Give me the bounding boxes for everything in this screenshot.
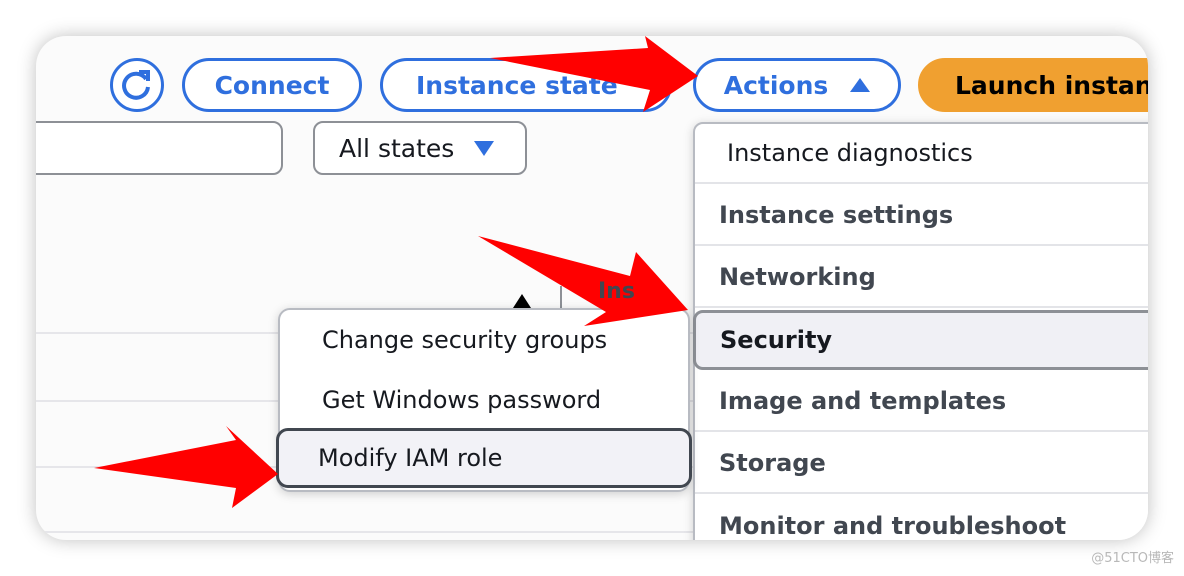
state-filter-value: All states bbox=[339, 133, 455, 163]
table-row-divider bbox=[36, 531, 696, 533]
menu-item-label: Security bbox=[720, 326, 833, 354]
annotation-arrow-actions bbox=[490, 36, 698, 112]
menu-item-label: Instance settings bbox=[719, 201, 954, 229]
menu-item-image-and-templates[interactable]: Image and templates bbox=[695, 372, 1148, 432]
launch-instance-button[interactable]: Launch instanc bbox=[918, 58, 1148, 112]
state-filter-select[interactable]: All states bbox=[313, 121, 527, 175]
submenu-item-get-windows-password[interactable]: Get Windows password bbox=[280, 370, 688, 430]
menu-item-label: Image and templates bbox=[719, 387, 1007, 415]
annotation-arrow-modify-iam bbox=[94, 426, 278, 508]
refresh-button[interactable] bbox=[110, 58, 164, 112]
actions-menu: Instance diagnostics Instance settings N… bbox=[693, 122, 1148, 540]
menu-item-instance-settings[interactable]: Instance settings bbox=[695, 186, 1148, 246]
annotation-arrow-security bbox=[478, 236, 688, 326]
column-header[interactable]: Ins bbox=[598, 279, 635, 304]
menu-item-label: Monitor and troubleshoot bbox=[719, 512, 1067, 540]
submenu-item-label: Change security groups bbox=[322, 326, 608, 354]
submenu-item-modify-iam-role[interactable]: Modify IAM role bbox=[276, 428, 692, 488]
search-input[interactable] bbox=[36, 121, 283, 175]
menu-item-label: Storage bbox=[719, 449, 826, 477]
sort-icon[interactable] bbox=[513, 294, 531, 308]
actions-label: Actions bbox=[723, 70, 829, 100]
menu-item-label: Networking bbox=[719, 263, 876, 291]
submenu-item-label: Get Windows password bbox=[322, 386, 602, 414]
refresh-icon bbox=[122, 70, 150, 100]
menu-item-instance-diagnostics[interactable]: Instance diagnostics bbox=[695, 124, 1148, 184]
watermark: @51CTO博客 bbox=[1091, 551, 1174, 566]
caret-down-icon bbox=[474, 140, 495, 156]
menu-item-security[interactable]: Security bbox=[693, 310, 1148, 370]
connect-button[interactable]: Connect bbox=[182, 58, 362, 112]
caret-up-icon bbox=[850, 78, 871, 92]
menu-item-networking[interactable]: Networking bbox=[695, 248, 1148, 308]
actions-button[interactable]: Actions bbox=[693, 58, 901, 112]
security-submenu: Change security groups Get Windows passw… bbox=[276, 308, 692, 492]
menu-item-monitor-and-troubleshoot[interactable]: Monitor and troubleshoot bbox=[695, 496, 1148, 540]
menu-item-label: Instance diagnostics bbox=[727, 139, 973, 167]
submenu-item-change-security-groups[interactable]: Change security groups bbox=[280, 310, 688, 370]
submenu-item-label: Modify IAM role bbox=[318, 444, 503, 472]
menu-item-storage[interactable]: Storage bbox=[695, 434, 1148, 494]
